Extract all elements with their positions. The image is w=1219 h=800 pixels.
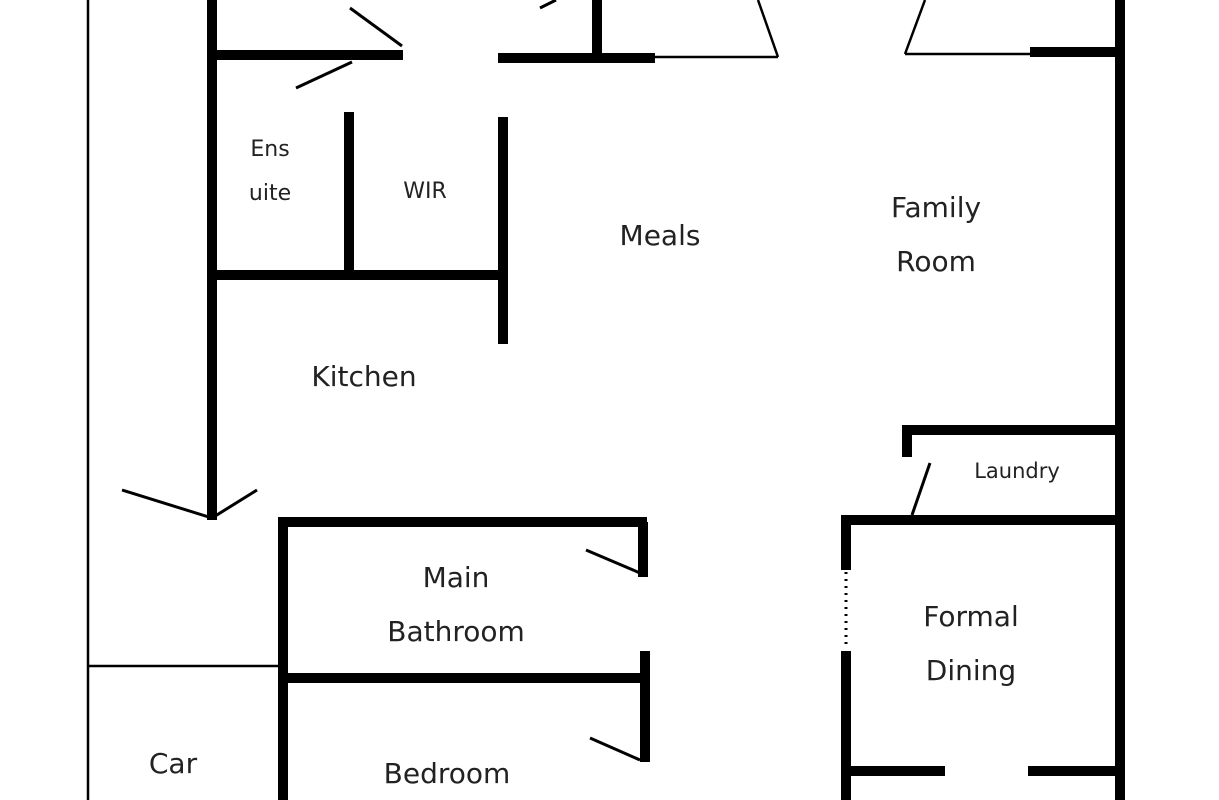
label-line: Room	[896, 245, 976, 278]
label-line: uite	[248, 181, 292, 206]
label-line: Dining	[925, 654, 1017, 687]
label-line: Ens	[250, 137, 290, 162]
door-swing	[349, 6, 403, 48]
door-swing	[585, 548, 641, 575]
room-label-car: Car	[148, 747, 198, 780]
thick-walls	[207, 0, 1125, 800]
label-line: Family	[890, 191, 982, 224]
door-swings	[121, 0, 932, 762]
window-line	[756, 0, 780, 58]
room-label-meals: Meals	[619, 219, 701, 252]
door-swing	[589, 736, 641, 762]
room-label-ensuite: Ens uite	[249, 128, 291, 216]
thin-lines	[86, 0, 1030, 800]
window-line	[903, 0, 927, 55]
room-label-kitchen: Kitchen	[311, 360, 417, 393]
room-label-laundry: Laundry	[974, 459, 1060, 483]
label-line: Formal	[923, 600, 1019, 633]
room-label-bedroom: Bedroom	[383, 757, 511, 790]
door-swing	[121, 488, 258, 520]
door-swing	[295, 60, 353, 90]
label-line: Main	[422, 561, 490, 594]
label-line: Bathroom	[387, 615, 525, 648]
door-swing	[539, 0, 557, 10]
door-swing	[910, 462, 932, 516]
room-label-wir: WIR	[403, 179, 447, 204]
